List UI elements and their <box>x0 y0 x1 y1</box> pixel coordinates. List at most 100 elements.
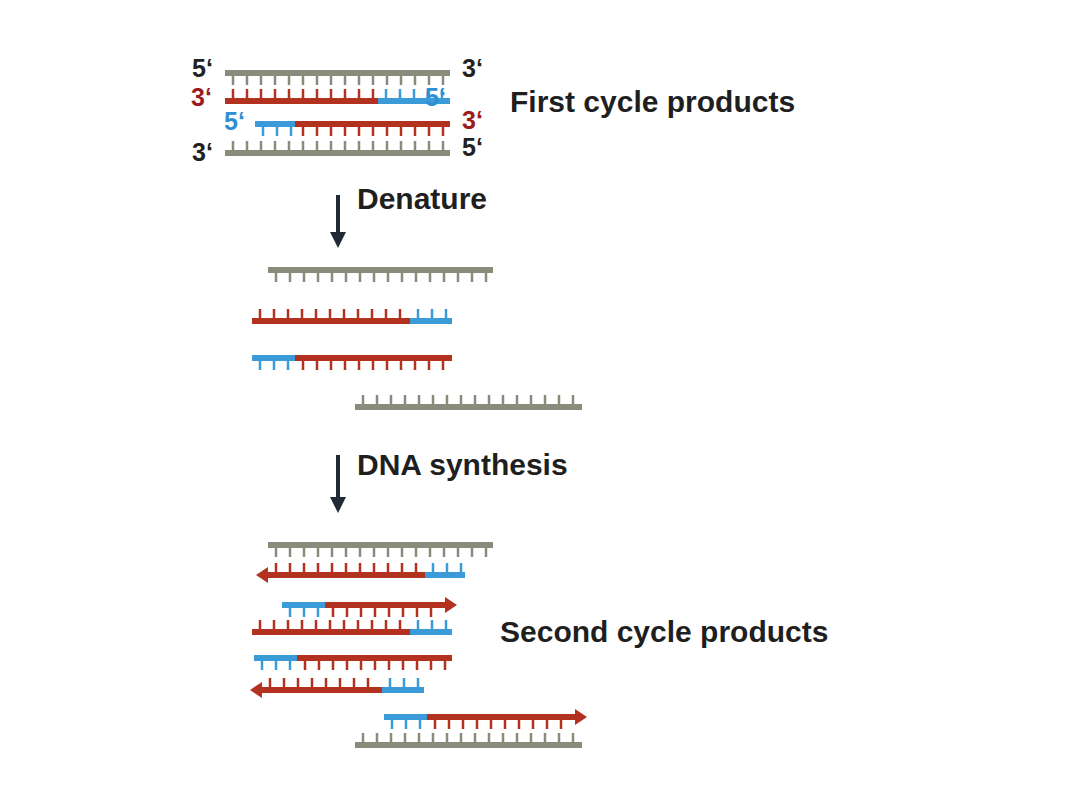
strand <box>268 542 493 548</box>
base-tick <box>316 141 319 150</box>
base-tick <box>371 620 374 629</box>
base-tick <box>372 141 375 150</box>
base-tick <box>417 309 420 318</box>
base-tick <box>373 273 376 282</box>
base-tick <box>414 127 417 136</box>
base-tick <box>345 563 348 572</box>
base-tick <box>289 661 292 670</box>
strand <box>425 572 465 578</box>
end-label: 5‘ <box>425 85 446 110</box>
base-tick <box>434 720 437 729</box>
base-tick <box>386 361 389 370</box>
base-tick <box>373 563 376 572</box>
base-tick <box>443 548 446 557</box>
base-tick <box>572 733 575 742</box>
base-tick <box>290 127 293 136</box>
base-tick <box>386 76 389 85</box>
base-tick <box>417 620 420 629</box>
base-tick <box>273 361 276 370</box>
base-tick <box>372 76 375 85</box>
base-tick <box>273 620 276 629</box>
step-label: DNA synthesis <box>357 450 568 480</box>
base-tick <box>289 273 292 282</box>
base-tick <box>476 720 479 729</box>
base-tick <box>353 678 356 687</box>
base-tick <box>385 309 388 318</box>
base-tick <box>274 141 277 150</box>
base-tick <box>490 720 493 729</box>
base-tick <box>418 395 421 404</box>
stage-label: First cycle products <box>510 87 795 117</box>
base-tick <box>474 733 477 742</box>
strand-arrowhead <box>250 682 262 698</box>
base-tick <box>418 733 421 742</box>
base-tick <box>460 395 463 404</box>
strand <box>225 150 450 156</box>
base-tick <box>388 661 391 670</box>
base-tick <box>311 678 314 687</box>
base-tick <box>276 127 279 136</box>
base-tick <box>317 608 320 617</box>
base-tick <box>432 733 435 742</box>
base-tick <box>331 548 334 557</box>
base-tick <box>330 76 333 85</box>
base-tick <box>462 720 465 729</box>
base-tick <box>404 395 407 404</box>
base-tick <box>546 720 549 729</box>
base-tick <box>289 608 292 617</box>
base-tick <box>471 548 474 557</box>
base-tick <box>405 720 408 729</box>
base-tick <box>428 127 431 136</box>
strand-arrowhead <box>445 597 457 613</box>
strand <box>410 629 452 635</box>
end-label: 5‘ <box>462 135 483 160</box>
base-tick <box>460 733 463 742</box>
base-tick <box>302 89 305 98</box>
base-tick <box>362 733 365 742</box>
base-tick <box>287 620 290 629</box>
base-tick <box>414 141 417 150</box>
base-tick <box>297 678 300 687</box>
strand-arrowhead <box>256 567 268 583</box>
base-tick <box>283 678 286 687</box>
base-tick <box>446 563 449 572</box>
base-tick <box>344 89 347 98</box>
end-label: 3‘ <box>191 85 212 110</box>
base-tick <box>442 76 445 85</box>
base-tick <box>288 89 291 98</box>
base-tick <box>273 309 276 318</box>
strand <box>355 742 582 748</box>
base-tick <box>560 720 563 729</box>
base-tick <box>413 89 416 98</box>
base-tick <box>344 127 347 136</box>
base-tick <box>414 361 417 370</box>
base-tick <box>346 608 349 617</box>
base-tick <box>385 620 388 629</box>
base-tick <box>386 127 389 136</box>
base-tick <box>358 127 361 136</box>
base-tick <box>246 76 249 85</box>
strand <box>225 70 450 76</box>
strand <box>384 714 427 720</box>
base-tick <box>558 395 561 404</box>
base-tick <box>343 620 346 629</box>
base-tick <box>261 661 264 670</box>
base-tick <box>386 141 389 150</box>
end-label: 3‘ <box>462 108 483 133</box>
base-tick <box>402 608 405 617</box>
base-tick <box>432 563 435 572</box>
base-tick <box>288 141 291 150</box>
base-tick <box>558 733 561 742</box>
base-tick <box>376 395 379 404</box>
base-tick <box>544 733 547 742</box>
base-tick <box>288 76 291 85</box>
base-tick <box>391 720 394 729</box>
base-tick <box>429 273 432 282</box>
base-tick <box>488 733 491 742</box>
step-arrow <box>336 195 340 240</box>
base-tick <box>315 620 318 629</box>
strand <box>297 655 452 661</box>
base-tick <box>346 661 349 670</box>
base-tick <box>428 141 431 150</box>
